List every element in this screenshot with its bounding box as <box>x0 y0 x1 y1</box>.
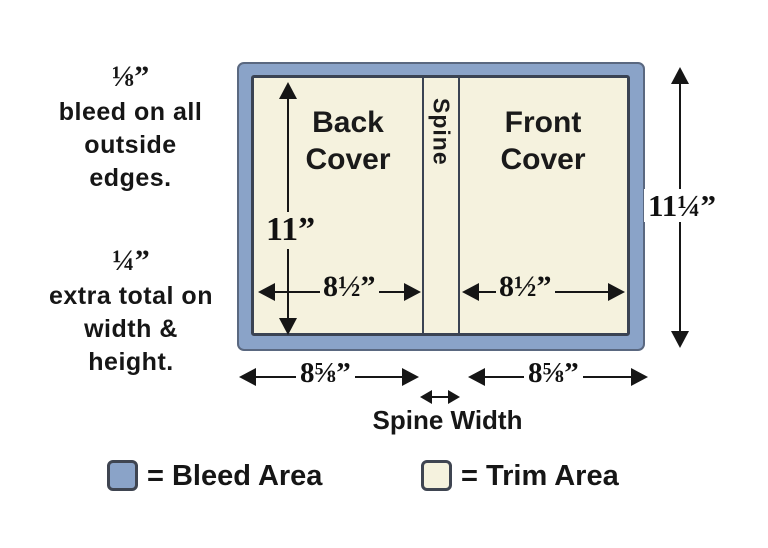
bleed-note: ⅛” bleed on all outside edges. <box>28 58 233 195</box>
extra-note: ¼” extra total on width & height. <box>26 242 236 379</box>
trim-area-swatch <box>421 460 452 491</box>
bleed-note-line: outside <box>84 131 177 159</box>
extra-note-line: height. <box>88 348 174 376</box>
bleed-note-line: bleed on all <box>58 98 203 126</box>
arrowhead-left-icon <box>420 390 432 404</box>
front-cover-panel: Front Cover <box>462 104 624 178</box>
back-bleed-width-dimension: 8⅝” <box>296 357 355 390</box>
arrowhead-down-icon <box>279 318 297 335</box>
front-bleed-width-dimension: 8⅝” <box>524 357 583 390</box>
arrowhead-right-icon <box>448 390 460 404</box>
spine-width-label: Spine Width <box>372 405 523 435</box>
arrowhead-up-icon <box>279 82 297 99</box>
bleed-area-legend-label: = Bleed Area <box>147 460 323 492</box>
bleed-note-fraction: ⅛” <box>111 60 150 93</box>
extra-note-fraction: ¼” <box>112 244 150 277</box>
back-cover-label-line2: Cover <box>305 143 391 176</box>
back-trim-width-dimension: 8½” <box>320 270 379 304</box>
arrowhead-left-icon <box>462 283 479 301</box>
total-height-dimension: 11¼” <box>644 189 721 222</box>
trim-height-dimension: 11” <box>263 211 319 249</box>
arrowhead-right-icon <box>631 368 648 386</box>
bleed-note-line: edges. <box>89 164 172 192</box>
trim-height-arrow-line <box>287 96 289 320</box>
front-cover-label-line2: Cover <box>500 143 586 176</box>
extra-note-line: extra total on <box>49 282 213 310</box>
trim-area: Back Cover Spine Front Cover <box>251 75 630 336</box>
extra-note-line: width & <box>84 315 178 343</box>
arrowhead-left-icon <box>258 283 275 301</box>
back-cover-label-line1: Back <box>312 106 384 139</box>
spine-panel: Spine <box>422 78 460 333</box>
spine-width-arrow-line <box>431 396 449 398</box>
arrowhead-down-icon <box>671 331 689 348</box>
arrowhead-up-icon <box>671 67 689 84</box>
front-trim-width-dimension: 8½” <box>496 270 555 304</box>
bleed-area-swatch <box>107 460 138 491</box>
arrowhead-left-icon <box>468 368 485 386</box>
trim-area-legend-label: = Trim Area <box>461 460 619 492</box>
arrowhead-right-icon <box>404 283 421 301</box>
bleed-area: Back Cover Spine Front Cover <box>237 62 645 351</box>
arrowhead-left-icon <box>239 368 256 386</box>
arrowhead-right-icon <box>402 368 419 386</box>
arrowhead-right-icon <box>608 283 625 301</box>
back-cover-panel: Back Cover <box>268 104 428 178</box>
front-cover-label-line1: Front <box>504 106 582 139</box>
spine-label: Spine <box>428 98 455 166</box>
